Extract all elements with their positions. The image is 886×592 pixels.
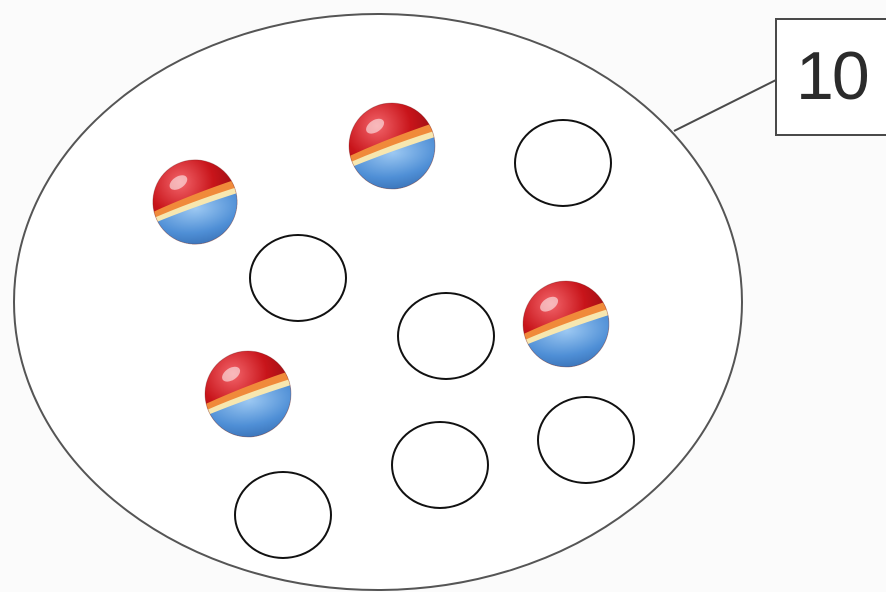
set-oval: [14, 14, 742, 590]
empty-circle[interactable]: [250, 235, 346, 321]
target-count-label: 10: [796, 38, 868, 114]
connector-line: [674, 80, 776, 131]
empty-circle[interactable]: [515, 120, 611, 206]
empty-circle[interactable]: [538, 397, 634, 483]
empty-circle[interactable]: [392, 422, 488, 508]
empty-circle[interactable]: [398, 293, 494, 379]
empty-circle[interactable]: [235, 472, 331, 558]
